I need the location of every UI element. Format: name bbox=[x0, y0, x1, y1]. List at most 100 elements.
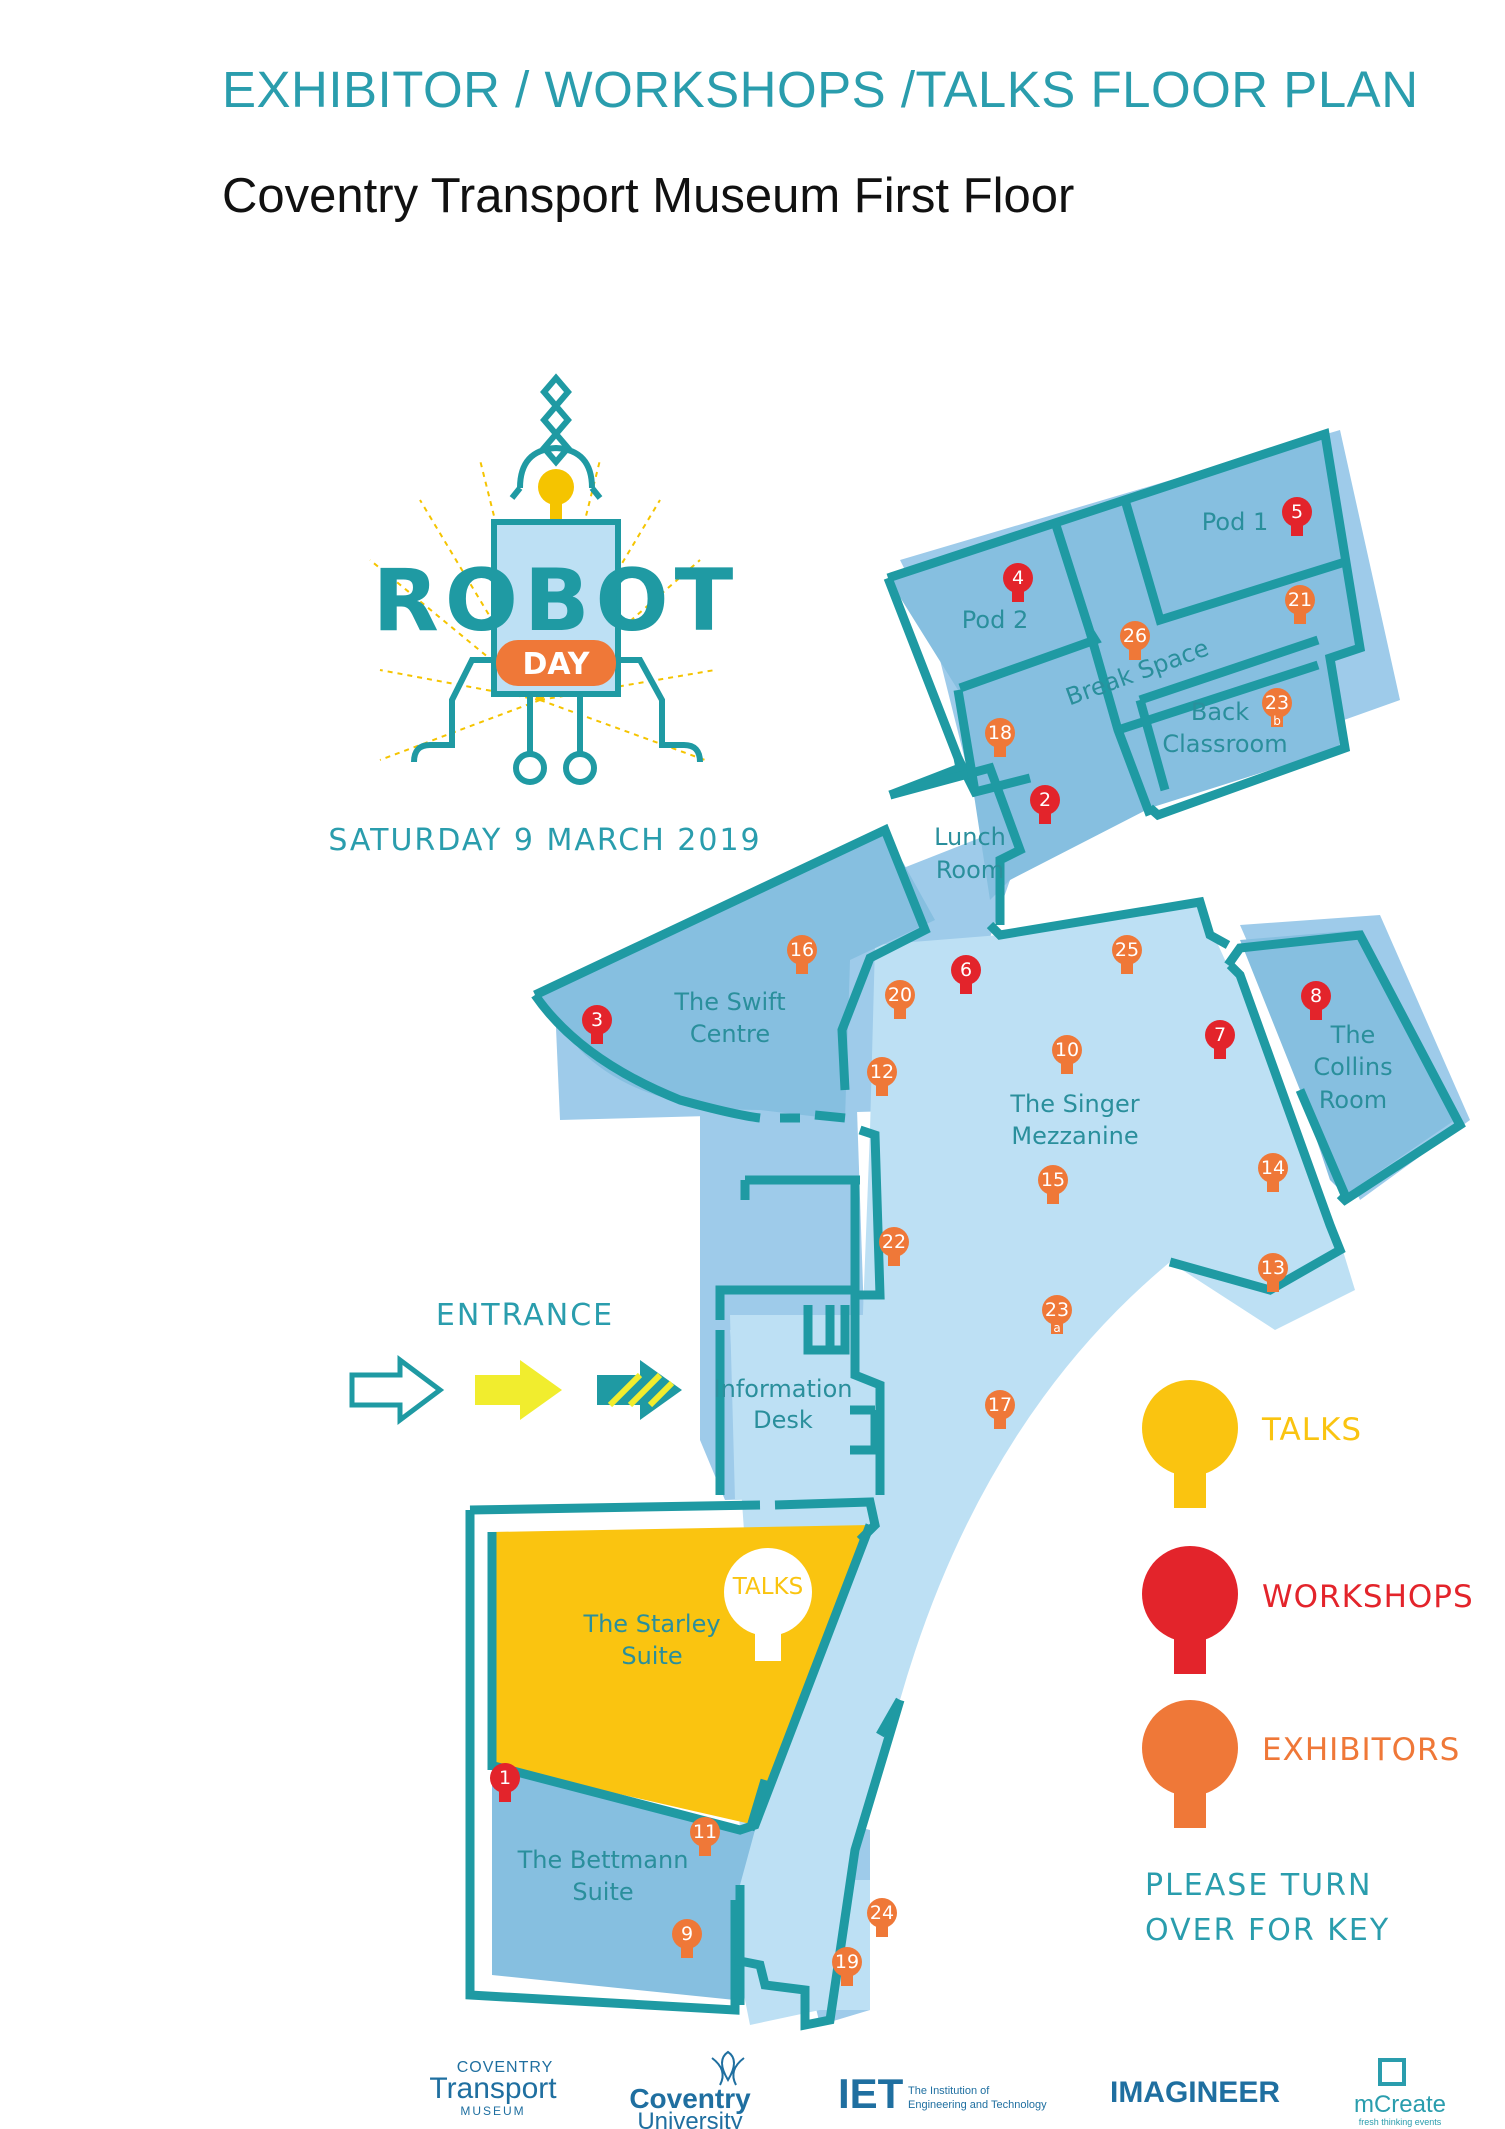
exhibitor-pin-11: 11 bbox=[690, 1817, 720, 1856]
phoenix-icon bbox=[711, 2050, 745, 2086]
legend-note-line-2: OVER FOR KEY bbox=[1145, 1913, 1390, 1948]
exhibitor-pin-24: 24 bbox=[867, 1898, 897, 1937]
iet-logo-mark: IET bbox=[838, 2070, 904, 2117]
workshop-pin-7: 7 bbox=[1205, 1020, 1235, 1059]
exhibitor-pin-suffix: a bbox=[1053, 1321, 1060, 1335]
legend-workshops-icon bbox=[1142, 1546, 1238, 1674]
room-label-starley-2: Suite bbox=[621, 1642, 682, 1670]
exhibitor-pin-22: 22 bbox=[879, 1227, 909, 1266]
entrance: ENTRANCE bbox=[349, 1298, 682, 1425]
walls bbox=[465, 428, 1466, 2031]
workshop-pin-2: 2 bbox=[1030, 785, 1060, 824]
room-label-swift-2: Centre bbox=[690, 1020, 770, 1048]
room-label-lunch-2: Room bbox=[936, 856, 1004, 884]
workshop-pin-4: 4 bbox=[1003, 563, 1033, 602]
exhibitor-pin-number: 13 bbox=[1261, 1257, 1285, 1279]
workshop-pin-1: 1 bbox=[490, 1763, 520, 1802]
exhibitor-pin-number: 22 bbox=[882, 1231, 906, 1253]
exhibitor-pin-19: 19 bbox=[832, 1947, 862, 1986]
room-label-info-2: Desk bbox=[753, 1406, 813, 1434]
room-label-lunch-1: Lunch bbox=[934, 823, 1006, 851]
entrance-label: ENTRANCE bbox=[436, 1298, 614, 1333]
exhibitor-pin-13: 13 bbox=[1258, 1253, 1288, 1292]
workshop-pin-number: 1 bbox=[499, 1767, 511, 1789]
exhibitor-pin-number: 23 bbox=[1045, 1299, 1069, 1321]
entrance-arrow-striped bbox=[597, 1360, 682, 1420]
workshop-pin-5: 5 bbox=[1282, 497, 1312, 536]
mcreate-logo: mCreate fresh thinking events bbox=[1354, 2058, 1446, 2127]
talks-marker-label: TALKS bbox=[732, 1574, 804, 1600]
rooms bbox=[492, 434, 1455, 2000]
legend-exhibitors-icon bbox=[1142, 1700, 1238, 1828]
room-label-singer-1: The Singer bbox=[1009, 1090, 1139, 1118]
room-label-bettmann-1: The Bettmann bbox=[517, 1846, 689, 1874]
imagineer-logo: IMAGINEER bbox=[1110, 2076, 1280, 2109]
entrance-arrow-yellow bbox=[475, 1360, 562, 1420]
exhibitor-pin-number: 19 bbox=[835, 1951, 859, 1973]
talks-marker: TALKS bbox=[724, 1548, 812, 1661]
room-label-bettmann-2: Suite bbox=[572, 1878, 633, 1906]
exhibitor-pin-25: 25 bbox=[1112, 935, 1142, 974]
entrance-arrow-outline bbox=[349, 1355, 445, 1425]
exhibitor-pin-16: 16 bbox=[787, 935, 817, 974]
exhibitor-pin-number: 16 bbox=[790, 939, 814, 961]
room-label-collins-2: Collins bbox=[1313, 1053, 1392, 1081]
workshop-pin-number: 5 bbox=[1291, 501, 1303, 523]
exhibitor-pin-number: 11 bbox=[693, 1821, 717, 1843]
robot-logo-word: ROBOT bbox=[373, 551, 740, 651]
exhibitor-pin-17: 17 bbox=[985, 1390, 1015, 1429]
exhibitor-pin-15: 15 bbox=[1038, 1165, 1068, 1204]
exhibitor-pin-23: 23a bbox=[1042, 1295, 1072, 1335]
exhibitor-pin-number: 14 bbox=[1261, 1157, 1285, 1179]
exhibitor-pin-number: 24 bbox=[870, 1902, 894, 1924]
event-date: SATURDAY 9 MARCH 2019 bbox=[328, 823, 761, 858]
iet-logo: IET The Institution of Engineering and T… bbox=[838, 2070, 1047, 2117]
exhibitor-pin-26: 26 bbox=[1120, 621, 1150, 660]
room-label-collins-3: Room bbox=[1319, 1086, 1387, 1114]
workshop-pin-number: 3 bbox=[591, 1009, 603, 1031]
room-label-pod2: Pod 2 bbox=[962, 606, 1028, 634]
workshop-pin-number: 4 bbox=[1012, 567, 1024, 589]
legend-talks-label: TALKS bbox=[1261, 1412, 1362, 1448]
exhibitor-pin-number: 10 bbox=[1055, 1039, 1079, 1061]
robot-day-logo: ROBOT DAY SATURDAY 9 MARCH 2019 bbox=[328, 373, 761, 858]
exhibitor-pin-23: 23b bbox=[1262, 688, 1292, 728]
exhibitor-pin-number: 9 bbox=[681, 1923, 693, 1945]
ctm-logo-line-1: COVENTRY bbox=[457, 2059, 554, 2076]
legend-workshops-label: WORKSHOPS bbox=[1262, 1579, 1474, 1615]
room-label-pod1: Pod 1 bbox=[1202, 508, 1268, 536]
mcreate-mark-icon bbox=[1378, 2058, 1406, 2086]
workshop-pin-3: 3 bbox=[582, 1005, 612, 1044]
exhibitor-pin-number: 12 bbox=[870, 1061, 894, 1083]
cu-logo-line-1: Coventry bbox=[629, 2083, 751, 2114]
coventry-university-logo: Coventry University bbox=[629, 2050, 751, 2129]
ctm-logo-line-2: Transport bbox=[429, 2072, 557, 2105]
coventry-transport-museum-logo: COVENTRY Transport MUSEUM bbox=[429, 2059, 557, 2118]
iet-logo-line-1: The Institution of bbox=[908, 2085, 990, 2097]
exhibitor-pin-number: 15 bbox=[1041, 1169, 1065, 1191]
workshop-pin-number: 6 bbox=[960, 959, 972, 981]
exhibitor-pin-number: 20 bbox=[888, 984, 912, 1006]
exhibitor-pin-number: 21 bbox=[1288, 589, 1312, 611]
room-label-starley-1: The Starley bbox=[582, 1610, 720, 1638]
pins-layer: 1234567891011121314151617181920212223a24… bbox=[490, 497, 1331, 1986]
exhibitor-pin-18: 18 bbox=[985, 718, 1015, 757]
day-badge-text: DAY bbox=[523, 647, 591, 682]
exhibitor-pin-number: 18 bbox=[988, 722, 1012, 744]
workshop-pin-number: 7 bbox=[1214, 1024, 1226, 1046]
mcreate-logo-text: mCreate bbox=[1354, 2091, 1446, 2118]
room-label-back-classroom-2: Classroom bbox=[1162, 730, 1287, 758]
legend-note-line-1: PLEASE TURN bbox=[1145, 1868, 1372, 1903]
exhibitor-pin-number: 26 bbox=[1123, 625, 1147, 647]
exhibitor-pin-10: 10 bbox=[1052, 1035, 1082, 1074]
room-label-info-1: Information bbox=[714, 1375, 853, 1403]
room-label-collins-1: The bbox=[1330, 1021, 1376, 1049]
room-label-swift-1: The Swift bbox=[673, 988, 785, 1016]
workshop-pin-8: 8 bbox=[1301, 981, 1331, 1020]
iet-logo-line-2: Engineering and Technology bbox=[908, 2099, 1047, 2111]
workshop-pin-number: 2 bbox=[1039, 789, 1051, 811]
mcreate-logo-subtext: fresh thinking events bbox=[1359, 2117, 1442, 2127]
page-title: EXHIBITOR / WORKSHOPS /TALKS FLOOR PLAN bbox=[222, 61, 1419, 118]
workshop-pin-6: 6 bbox=[951, 955, 981, 994]
